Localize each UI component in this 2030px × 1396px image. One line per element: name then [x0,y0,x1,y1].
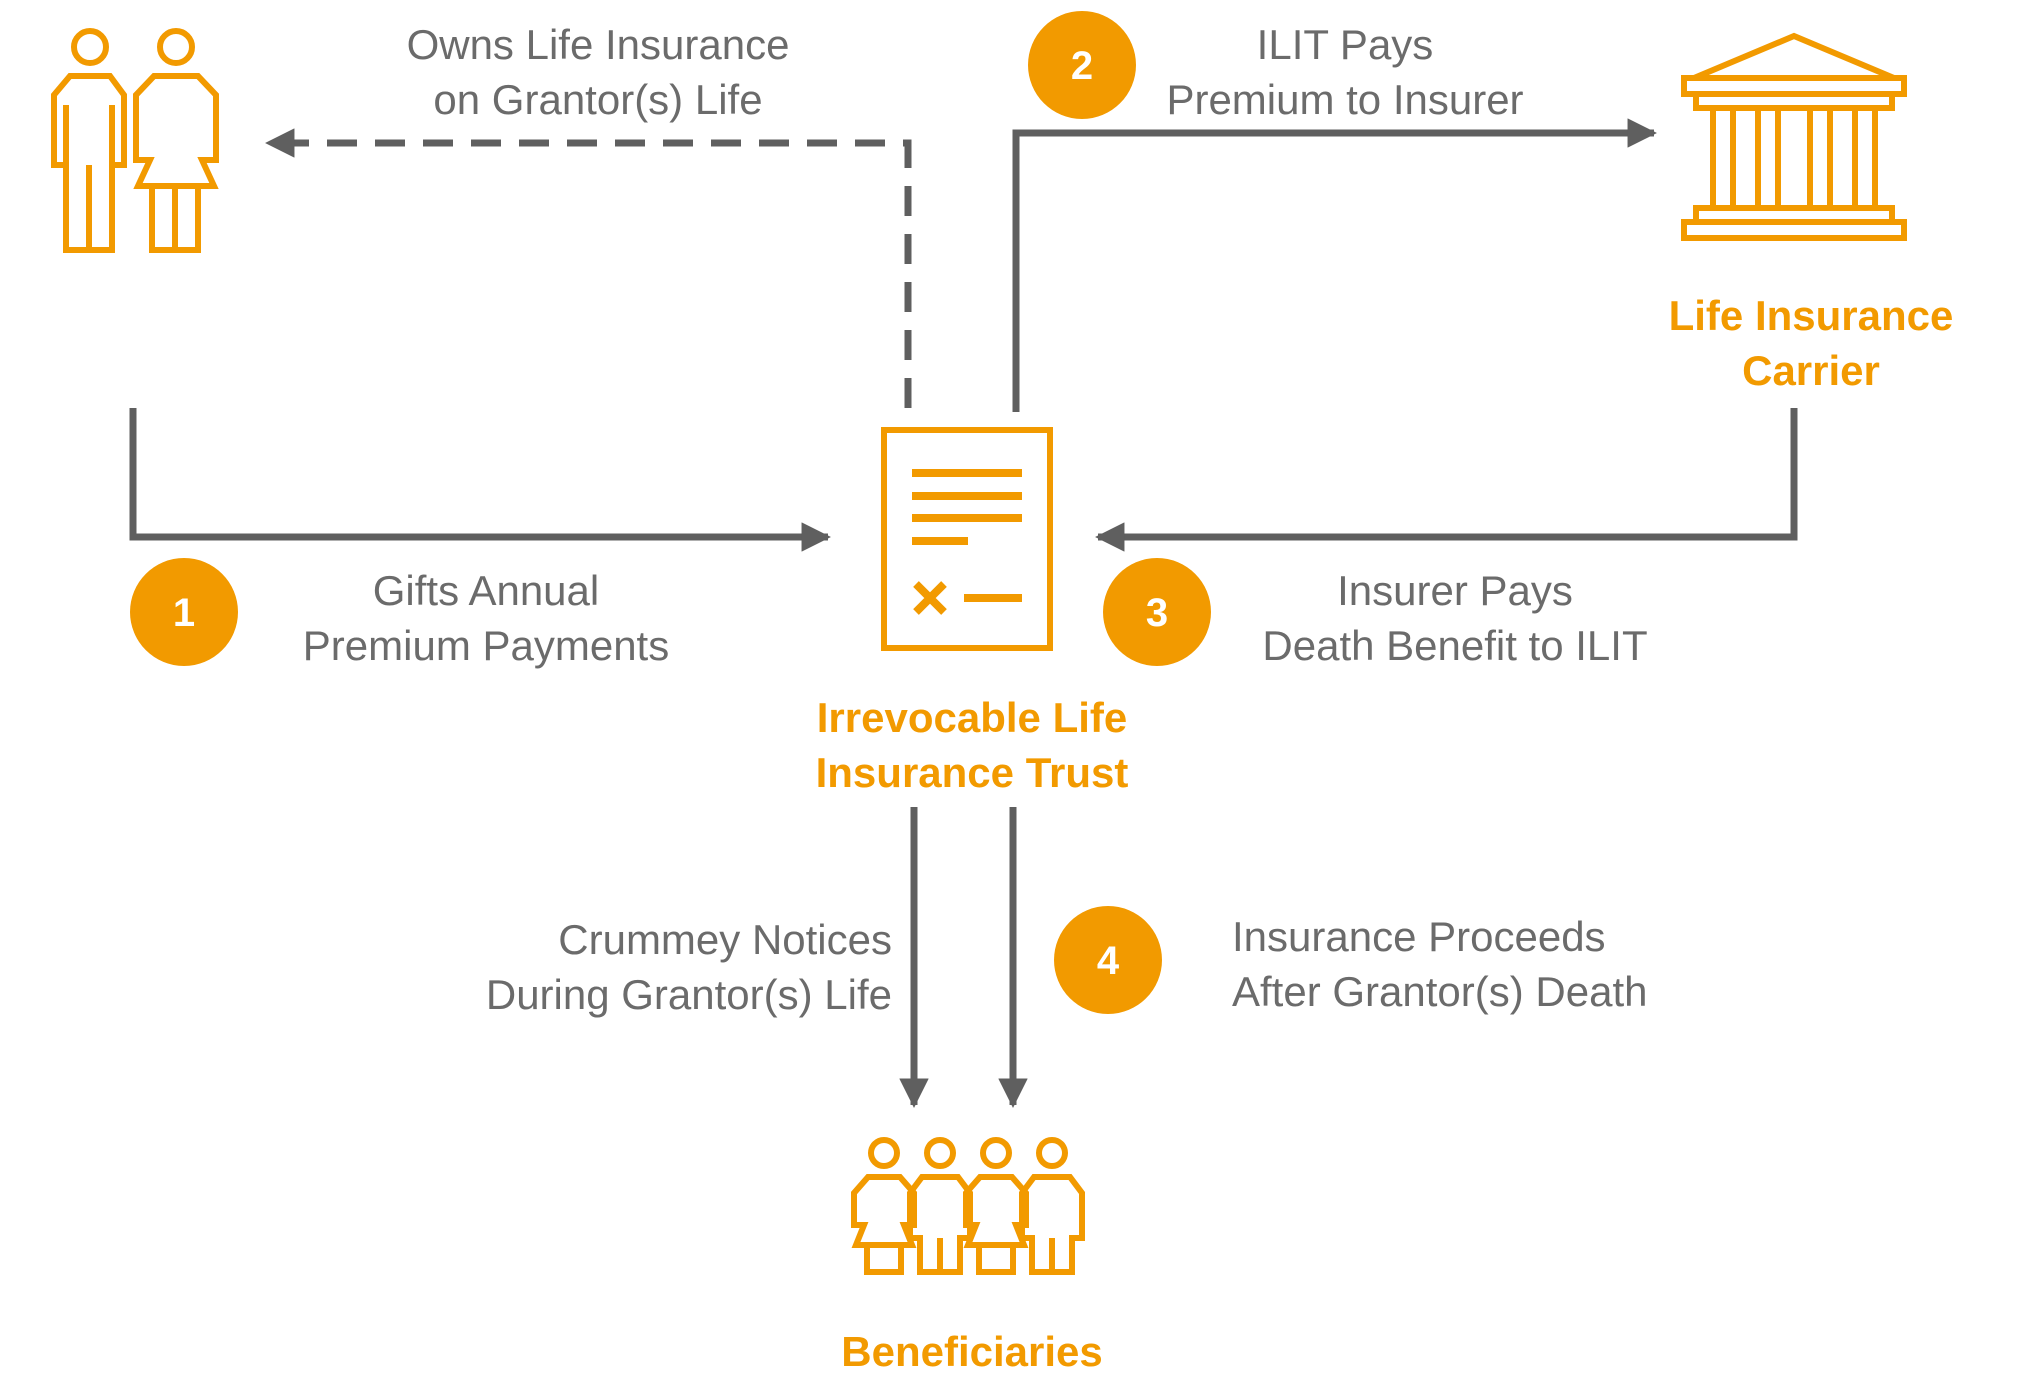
step-1-line1: Gifts Annual [373,567,599,614]
owns-policy-line2: on Grantor(s) Life [433,76,762,123]
step-4-line1: Insurance Proceeds [1232,913,1606,960]
carrier-label-line2: Carrier [1742,347,1880,394]
step-2-line2: Premium to Insurer [1166,76,1523,123]
step-3-line2: Death Benefit to ILIT [1262,622,1647,669]
owns-policy-label: Owns Life Insurance on Grantor(s) Life [407,21,790,123]
premium-to-insurer-arrow [1012,118,1657,412]
death-benefit-to-trust-arrow [1095,408,1798,552]
owns-policy-dashed-arrow [265,128,912,408]
step-4-badge: 4 [1054,906,1162,1014]
step-1-number: 1 [173,591,195,635]
crummey-notices-label: Crummey Notices During Grantor(s) Life [486,916,892,1018]
couple-icon [51,28,219,253]
step-4-number: 4 [1097,939,1120,983]
step-4-line2: After Grantor(s) Death [1232,968,1647,1015]
trust-label: Irrevocable Life Insurance Trust [816,694,1129,796]
step-3-number: 3 [1146,591,1168,635]
step-3-label: Insurer Pays Death Benefit to ILIT [1262,567,1647,669]
step-2-number: 2 [1071,44,1093,88]
step-2-label: ILIT Pays Premium to Insurer [1166,21,1523,123]
trust-label-line2: Insurance Trust [816,749,1129,796]
beneficiaries-label: Beneficiaries [841,1328,1102,1375]
step-1-line2: Premium Payments [303,622,669,669]
step-3-line1: Insurer Pays [1337,567,1573,614]
carrier-label: Life Insurance Carrier [1669,292,1954,394]
trust-document-icon [881,427,1053,651]
crummey-notices-line1: Crummey Notices [558,916,892,963]
step-1-label: Gifts Annual Premium Payments [303,567,669,669]
family-group-icon [851,1137,1085,1275]
step-4-label: Insurance Proceeds After Grantor(s) Deat… [1232,913,1647,1015]
owns-policy-line1: Owns Life Insurance [407,21,790,68]
carrier-label-line1: Life Insurance [1669,292,1954,339]
step-3-badge: 3 [1103,558,1211,666]
crummey-notices-line2: During Grantor(s) Life [486,971,892,1018]
trust-label-line1: Irrevocable Life [817,694,1127,741]
gifts-to-trust-arrow [129,408,831,552]
step-2-badge: 2 [1028,11,1136,119]
step-2-line1: ILIT Pays [1257,21,1434,68]
bank-building-icon [1681,32,1907,241]
step-1-badge: 1 [130,558,238,666]
